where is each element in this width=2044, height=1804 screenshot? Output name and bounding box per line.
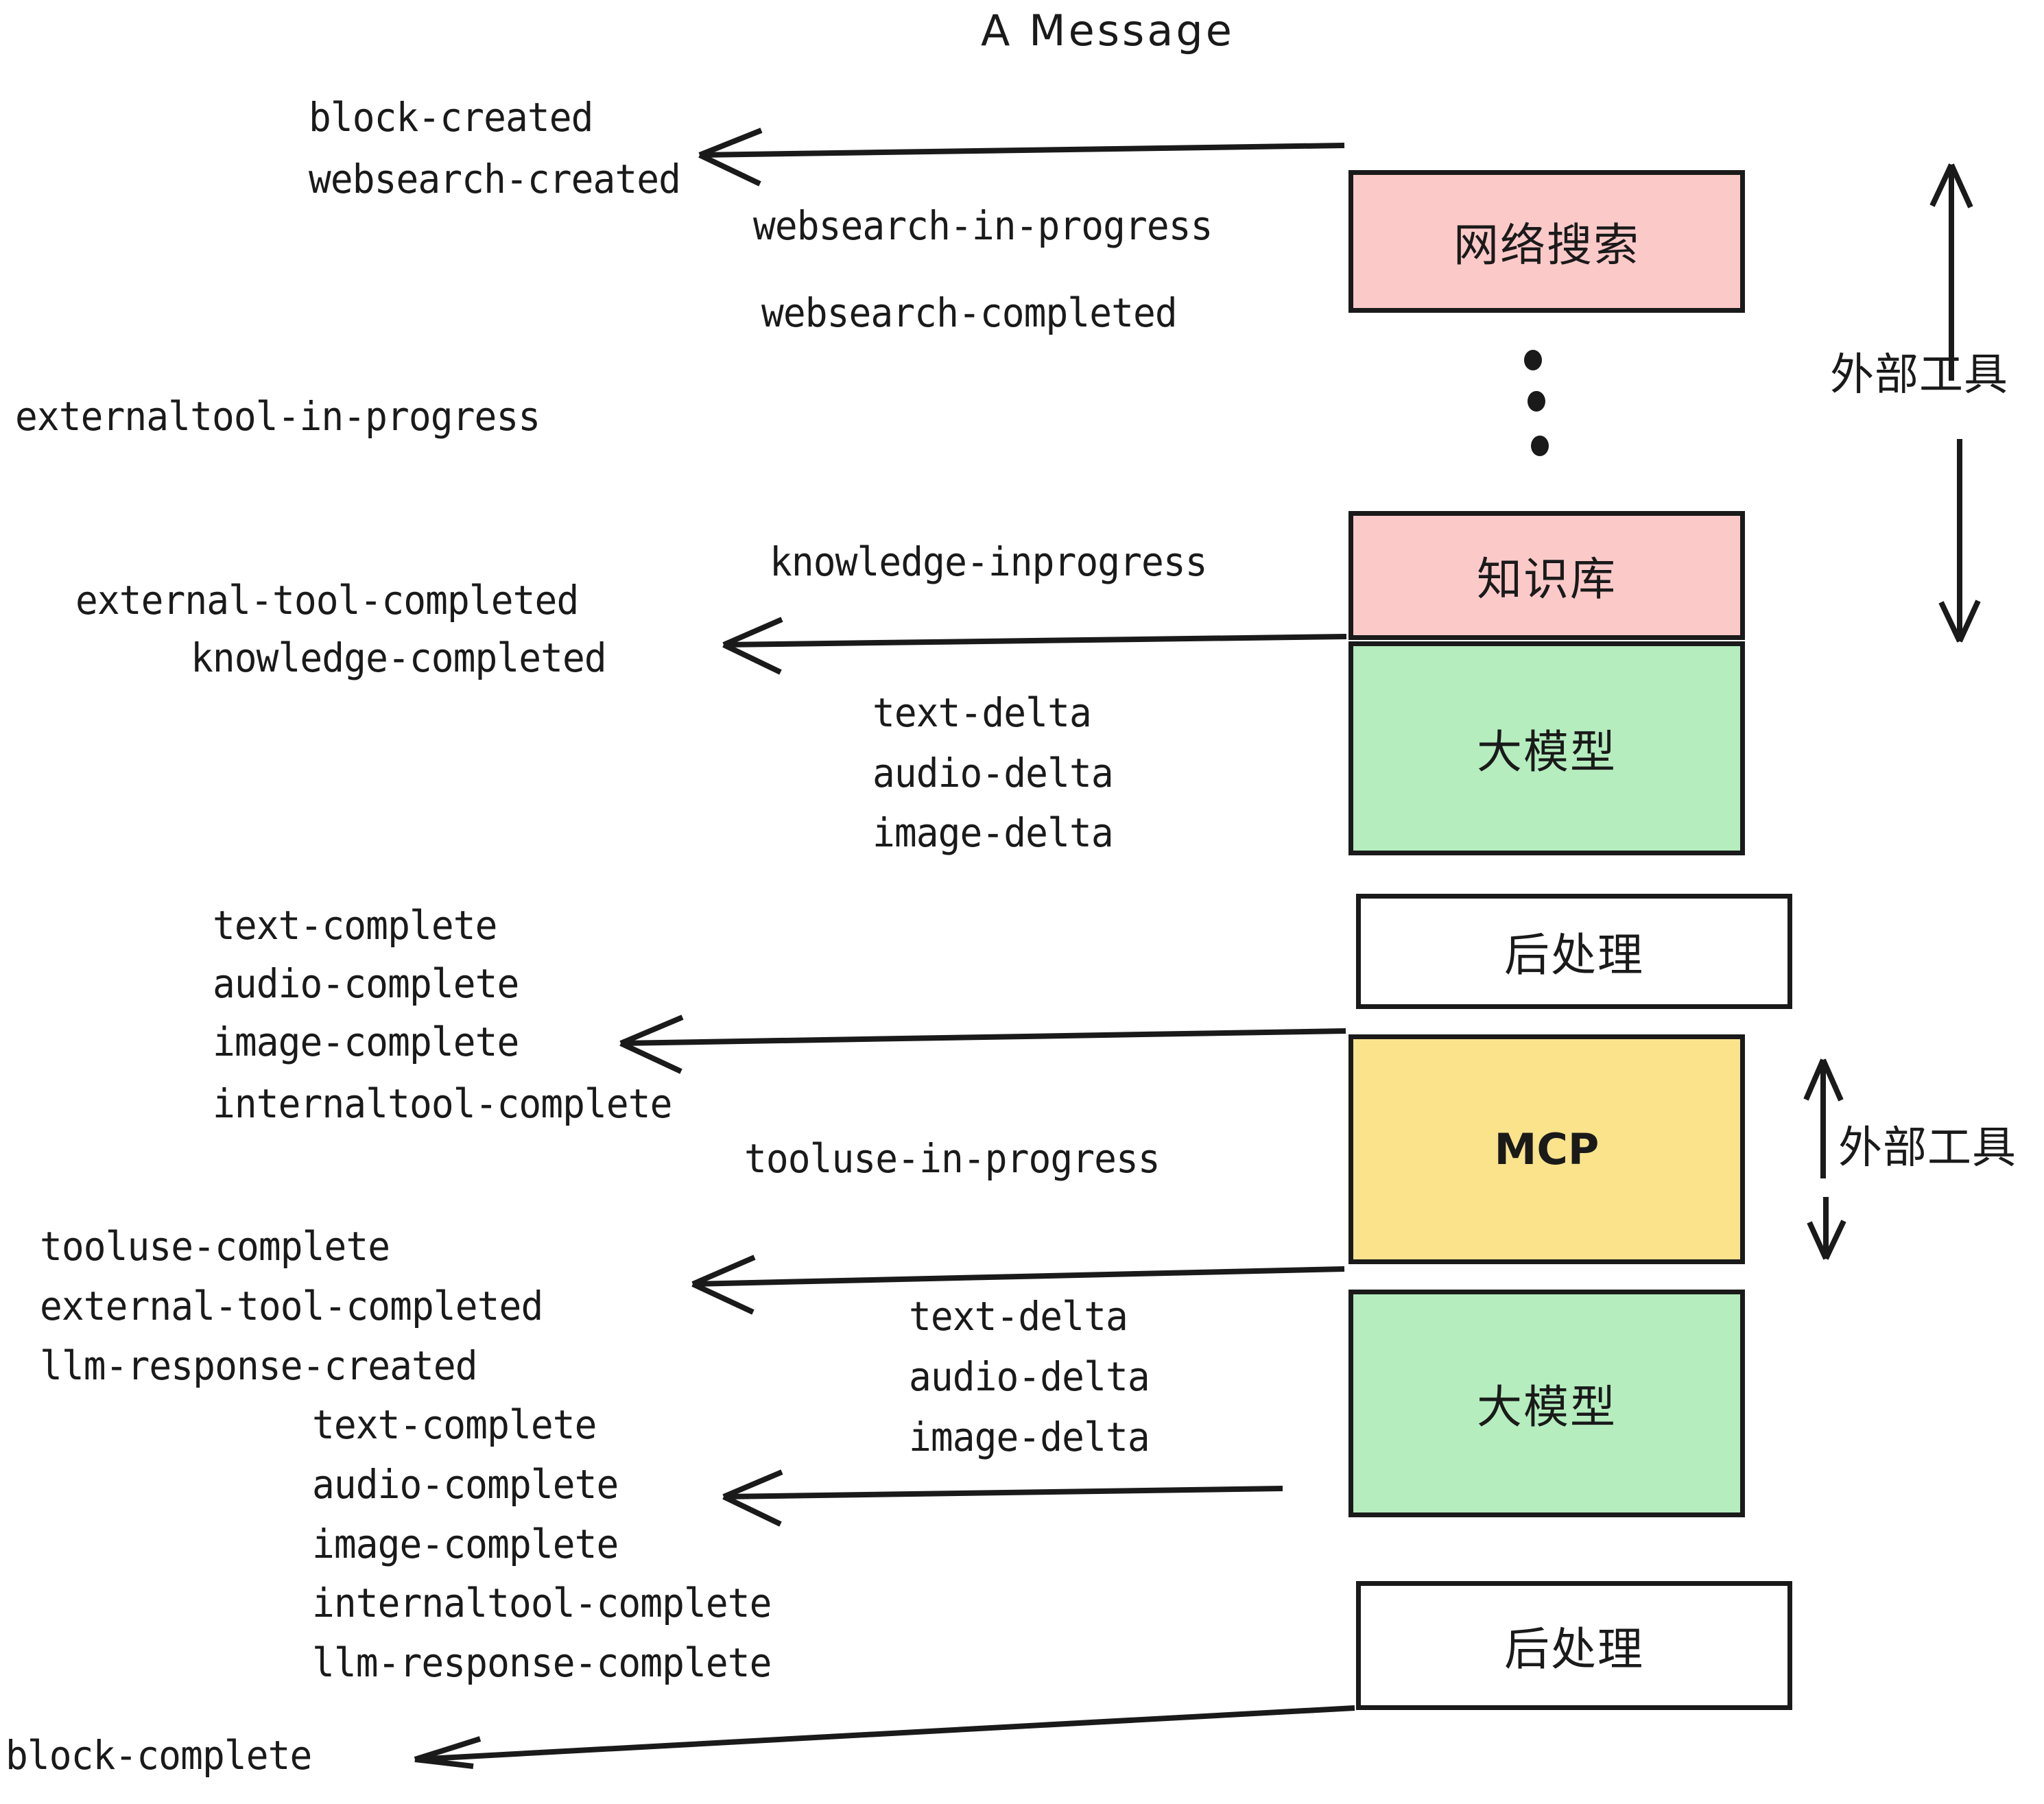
box-llm-1[interactable]: 大模型 [1348, 641, 1745, 855]
ellipsis-dot-3 [1531, 436, 1549, 456]
event-websearch-completed: websearch-completed [761, 289, 1178, 336]
event-internaltool-complete-2: internaltool-complete [312, 1580, 772, 1626]
bracket-external-tools-top [1929, 163, 1981, 643]
box-postprocess-1-label: 后处理 [1504, 929, 1644, 982]
event-block-created: block-created [309, 94, 593, 141]
box-mcp[interactable]: MCP [1348, 1034, 1745, 1264]
event-text-complete-1: text-complete [213, 902, 497, 949]
arrow-knowledge-completed [722, 617, 1347, 675]
event-llm-response-created: llm-response-created [40, 1342, 478, 1389]
event-llm-response-complete: llm-response-complete [312, 1639, 772, 1686]
event-knowledge-completed: knowledge-completed [191, 634, 607, 681]
ellipsis-dot-1 [1524, 350, 1542, 370]
event-audio-complete-1: audio-complete [213, 960, 519, 1007]
arrow-image-complete [619, 1014, 1346, 1074]
event-knowledge-inprogress: knowledge-inprogress [770, 538, 1208, 585]
event-external-tool-completed-1: external-tool-completed [75, 577, 579, 624]
group-label-external-tools-bottom: 外部工具 [1838, 1123, 2017, 1174]
event-internaltool-complete-1: internaltool-complete [213, 1080, 673, 1127]
box-llm-2[interactable]: 大模型 [1348, 1290, 1745, 1517]
event-image-delta-1: image-delta [872, 809, 1114, 856]
group-label-external-tools-top: 外部工具 [1830, 350, 2008, 401]
box-llm-1-label: 大模型 [1477, 726, 1617, 779]
arrow-block-complete [414, 1705, 1355, 1769]
event-websearch-created: websearch-created [309, 156, 681, 202]
event-image-delta-2: image-delta [909, 1414, 1150, 1460]
event-audio-delta-2: audio-delta [909, 1353, 1150, 1400]
event-text-complete-2: text-complete [312, 1401, 597, 1448]
event-text-delta-1: text-delta [872, 689, 1092, 736]
event-websearch-in-progress: websearch-in-progress [753, 202, 1213, 249]
box-knowledge-label: 知识库 [1477, 553, 1617, 606]
event-text-delta-2: text-delta [909, 1293, 1128, 1340]
box-postprocess-1[interactable]: 后处理 [1356, 894, 1792, 1009]
box-websearch-label: 网络搜索 [1453, 219, 1640, 272]
event-external-tool-completed-2: external-tool-completed [40, 1283, 543, 1329]
arrow-audio-complete [722, 1469, 1283, 1527]
page-title: A Message [981, 5, 1235, 56]
event-tooluse-complete: tooluse-complete [40, 1223, 390, 1270]
event-audio-delta-1: audio-delta [872, 750, 1114, 796]
event-image-complete-1: image-complete [213, 1019, 519, 1065]
event-tooluse-in-progress: tooluse-in-progress [744, 1135, 1161, 1182]
event-externaltool-in-progress: externaltool-in-progress [15, 393, 540, 440]
box-postprocess-2-label: 后处理 [1504, 1623, 1644, 1676]
box-knowledge[interactable]: 知识库 [1348, 511, 1745, 640]
box-mcp-label: MCP [1494, 1124, 1600, 1174]
arrow-block-created [698, 128, 1345, 187]
event-image-complete-2: image-complete [312, 1521, 619, 1567]
ellipsis-dot-2 [1528, 391, 1545, 412]
event-audio-complete-2: audio-complete [312, 1461, 619, 1508]
event-block-complete: block-complete [5, 1732, 312, 1779]
box-llm-2-label: 大模型 [1477, 1381, 1617, 1434]
box-postprocess-2[interactable]: 后处理 [1356, 1581, 1792, 1710]
box-websearch[interactable]: 网络搜索 [1348, 170, 1745, 313]
